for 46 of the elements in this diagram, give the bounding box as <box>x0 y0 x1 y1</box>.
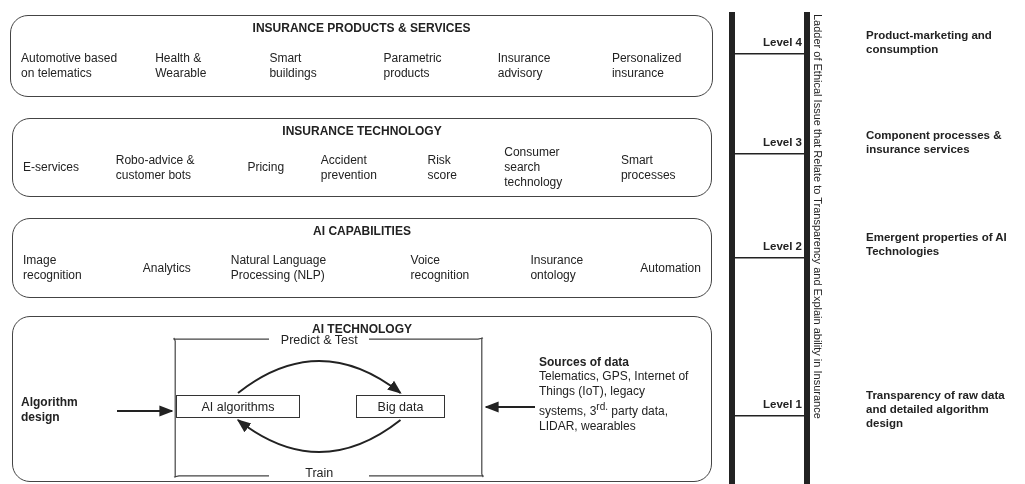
level-description: Emergent properties of AI Technologies <box>866 230 1008 258</box>
item-label: Insurance advisory <box>497 51 552 81</box>
level-description: Component processes & insurance services <box>866 128 1003 156</box>
layer-panel <box>12 218 712 298</box>
item-label: Insurance ontology <box>530 253 585 283</box>
level-label: Level 3 <box>762 136 802 148</box>
item-label: Parametric products <box>383 51 443 81</box>
section-heading: INSURANCE TECHNOLOGY <box>282 124 442 138</box>
section-heading: INSURANCE PRODUCTS & SERVICES <box>252 21 471 35</box>
level-label: Level 4 <box>762 36 802 48</box>
item-label: Risk score <box>427 152 458 183</box>
layer-panel <box>12 118 712 197</box>
source-list: Telematics, GPS, Internet of Things (IoT), legacy systems, 3$^{rd.}$ party data, LIDAR, wearables <box>539 369 689 434</box>
input-label: Algorithm design <box>21 395 107 427</box>
level-label: Level 1 <box>762 398 802 410</box>
section-heading: AI CAPABILITIES <box>313 224 411 238</box>
ladder-title: Ladder of Ethical Issue that Relate to Transparency and Explain ability in Insurance <box>812 14 824 419</box>
item-label: Smart buildings <box>269 51 318 81</box>
item-label: E-services <box>23 160 79 175</box>
item-label: Natural Language Processing (NLP) <box>230 253 328 283</box>
section-heading: AI TECHNOLOGY <box>312 322 412 336</box>
process-box: Big data <box>356 395 445 418</box>
item-label: Personalized insurance <box>611 51 683 81</box>
process-box: AI algorithms <box>176 395 300 418</box>
item-label: Pricing <box>247 160 285 175</box>
arrow <box>116 405 174 417</box>
arrow <box>484 401 536 413</box>
item-label: Consumer search technology <box>504 145 564 190</box>
item-label: Robo-advice & customer bots <box>115 152 196 183</box>
layer-panel <box>10 15 713 97</box>
source-heading: Sources of data <box>539 355 631 369</box>
item-label: Automation <box>640 260 701 276</box>
item-label: Health & Wearable <box>155 51 208 81</box>
edge-label: Train <box>269 466 370 480</box>
level-description: Transparency of raw data and detailed algorithm design <box>866 388 1006 430</box>
level-description: Product-marketing and consumption <box>866 28 993 56</box>
item-label: Voice recognition <box>410 253 471 283</box>
item-label: Analytics <box>142 260 191 276</box>
item-label: Automotive based on telematics <box>21 51 119 81</box>
item-label: Smart processes <box>620 152 677 183</box>
arrow <box>236 419 402 453</box>
item-label: Accident prevention <box>320 152 378 183</box>
level-label: Level 2 <box>762 240 802 252</box>
item-label: Image recognition <box>23 253 83 283</box>
arrow <box>237 360 402 394</box>
edge-label: Predict & Test <box>269 333 370 347</box>
